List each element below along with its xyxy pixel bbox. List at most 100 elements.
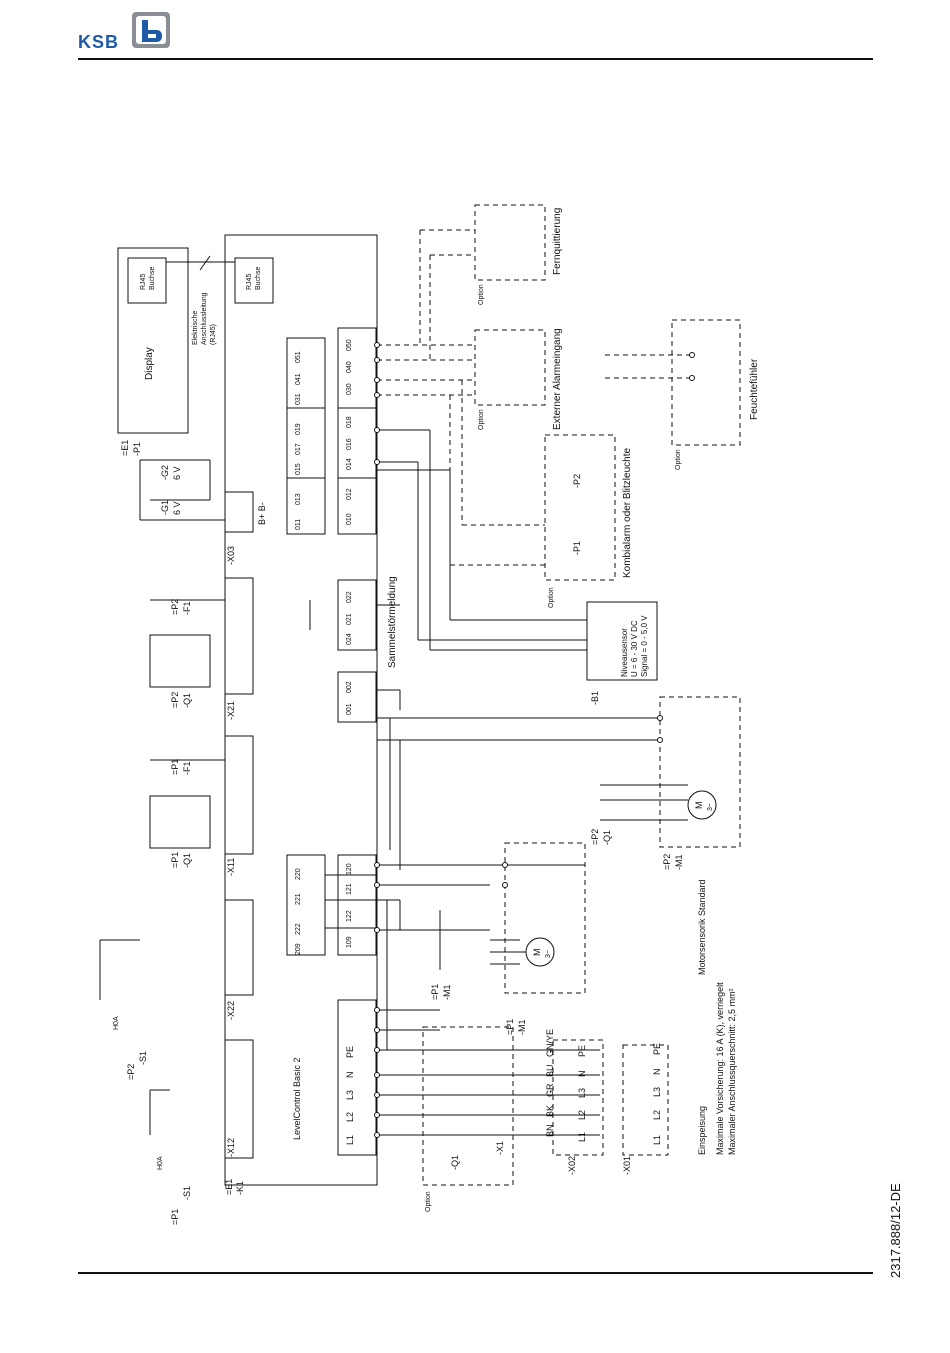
- option-humidity: Option: [675, 449, 682, 470]
- level-sensor-line2: U = 6 - 30 V DC: [630, 620, 639, 677]
- cable-label-2: Anschlussleitung: [201, 292, 208, 345]
- wire-bn: BN: [545, 1124, 555, 1137]
- display-box: [117, 247, 189, 434]
- level-sensor-line3: Signal = 0 - 5,0 V: [640, 615, 649, 677]
- term-121: 121: [346, 883, 353, 895]
- collective-fault-label: Sammelstörmeldung: [387, 576, 398, 668]
- controller-name: LevelControl Basic 2: [292, 1057, 302, 1140]
- phase-n: N: [345, 1072, 355, 1079]
- cable-label-1: Elektrische: [192, 311, 199, 345]
- combi-alarm-label: Kombialarm oder Blitzleuchte: [622, 448, 633, 578]
- phase-l2: L2: [345, 1112, 355, 1122]
- term-021: 021: [346, 613, 353, 625]
- display-rj45-label: RJ45: [140, 274, 147, 290]
- display-label: Display: [144, 347, 155, 380]
- option-q1-frame: [422, 1026, 514, 1186]
- option-q1: Option: [425, 1191, 432, 1212]
- term-031: 031: [295, 393, 302, 405]
- controller-rj45-buchse: Buchse: [255, 267, 262, 290]
- q1-p1-q1: -Q1: [182, 853, 192, 868]
- x01-l3: L3: [652, 1087, 662, 1097]
- term-050: 050: [346, 339, 353, 351]
- x02-l1: L1: [577, 1132, 587, 1142]
- switch-p2-tag: =P2: [126, 1064, 136, 1080]
- humidity-label: Feuchtefühler: [749, 358, 760, 420]
- terminal-x01: -X01: [622, 1156, 632, 1175]
- x01-l1: L1: [652, 1135, 662, 1145]
- terminal-x22: -X22: [226, 1001, 236, 1020]
- m1-p1-tag: =P1: [430, 984, 440, 1000]
- combi-p1: -P1: [572, 541, 582, 555]
- term-040: 040: [346, 361, 353, 373]
- x02-l2: L2: [577, 1110, 587, 1120]
- terminal-x21: -X21: [226, 701, 236, 720]
- controller-box: [224, 234, 378, 1186]
- m1-p1-m1: -M1: [442, 985, 452, 1001]
- m1-p2-tag: =P2: [662, 854, 672, 870]
- battery-g2: -G2: [160, 465, 170, 480]
- doc-number: 2317.888/12-DE: [888, 1183, 903, 1278]
- humidity-frame: [671, 319, 741, 446]
- block-power: [337, 999, 377, 1156]
- motor-p1-label: M: [532, 949, 542, 957]
- block-c: [286, 337, 326, 409]
- block-a: [286, 477, 326, 535]
- switch-hoa-1: H0A: [157, 1156, 164, 1170]
- wire-gnye: GN/YE: [545, 1029, 555, 1057]
- terminal-x02: -X02: [567, 1156, 577, 1175]
- motor-sensor-label: Motorsensorik Standard: [697, 879, 707, 975]
- ext-alarm-frame: [474, 329, 546, 406]
- x02-l3: L3: [577, 1088, 587, 1098]
- block-e: [337, 671, 377, 723]
- f1-p1: -F1: [182, 762, 192, 776]
- level-sensor-box: [586, 601, 658, 681]
- x01-n: N: [652, 1069, 662, 1076]
- display-tag1: =E1: [120, 440, 130, 456]
- phase-pe: PE: [345, 1046, 355, 1058]
- remote-ack-frame: [474, 204, 546, 281]
- switch-p1-tag: =P1: [170, 1209, 180, 1225]
- option-q1-tag: -Q1: [450, 1155, 460, 1170]
- switch-hoa-2: H0A: [113, 1016, 120, 1030]
- footer-rule: [78, 1272, 873, 1274]
- x02-n: N: [577, 1071, 587, 1078]
- option-ext-alarm: Option: [478, 409, 485, 430]
- block-b: [286, 407, 326, 479]
- term-002: 002: [346, 681, 353, 693]
- motor-p2: [687, 790, 717, 820]
- term-014: 014: [346, 458, 353, 470]
- term-120: 120: [346, 863, 353, 875]
- term-011: 011: [295, 519, 302, 530]
- terminal-x12: -X12: [226, 1138, 236, 1157]
- battery-terminal: -X03: [226, 546, 236, 565]
- term-122: 122: [346, 910, 353, 922]
- f1-p2-tag: =P2: [170, 599, 180, 615]
- motor-p2-label: M: [694, 802, 704, 810]
- x01-l2: L2: [652, 1110, 662, 1120]
- ksb-logo: KSB: [78, 12, 178, 54]
- cable-label-3: (RJ45): [210, 324, 217, 345]
- motor-sensor-p2-frame: [659, 696, 741, 848]
- phase-l3: L3: [345, 1090, 355, 1100]
- m1-p1-m1-b: -M1: [517, 1020, 527, 1036]
- battery-polarity: B+ B-: [257, 502, 267, 525]
- term-019: 019: [295, 423, 302, 435]
- term-001: 001: [346, 703, 353, 715]
- motor-p2-phase: 3~: [707, 803, 714, 811]
- controller-rj45-box: [234, 257, 274, 304]
- motor-sensor-p1-frame: [504, 842, 586, 994]
- supply-title: Einspeisung: [697, 1106, 707, 1155]
- controller-rj45-label: RJ45: [246, 274, 253, 290]
- m1-p2-m1: -M1: [674, 855, 684, 871]
- wire-bk: BK: [545, 1105, 555, 1117]
- term-030: 030: [346, 383, 353, 395]
- combi-p2: -P2: [572, 474, 582, 488]
- battery-g1: -G1: [160, 500, 170, 515]
- ext-alarm-label: Externer Alarmeingang: [552, 328, 563, 430]
- f1-p2: -F1: [182, 602, 192, 616]
- display-tag2: -P1: [132, 442, 142, 456]
- block-f: [337, 854, 377, 956]
- term-024: 024: [346, 633, 353, 645]
- q1-p2-q1-b: -Q1: [602, 830, 612, 845]
